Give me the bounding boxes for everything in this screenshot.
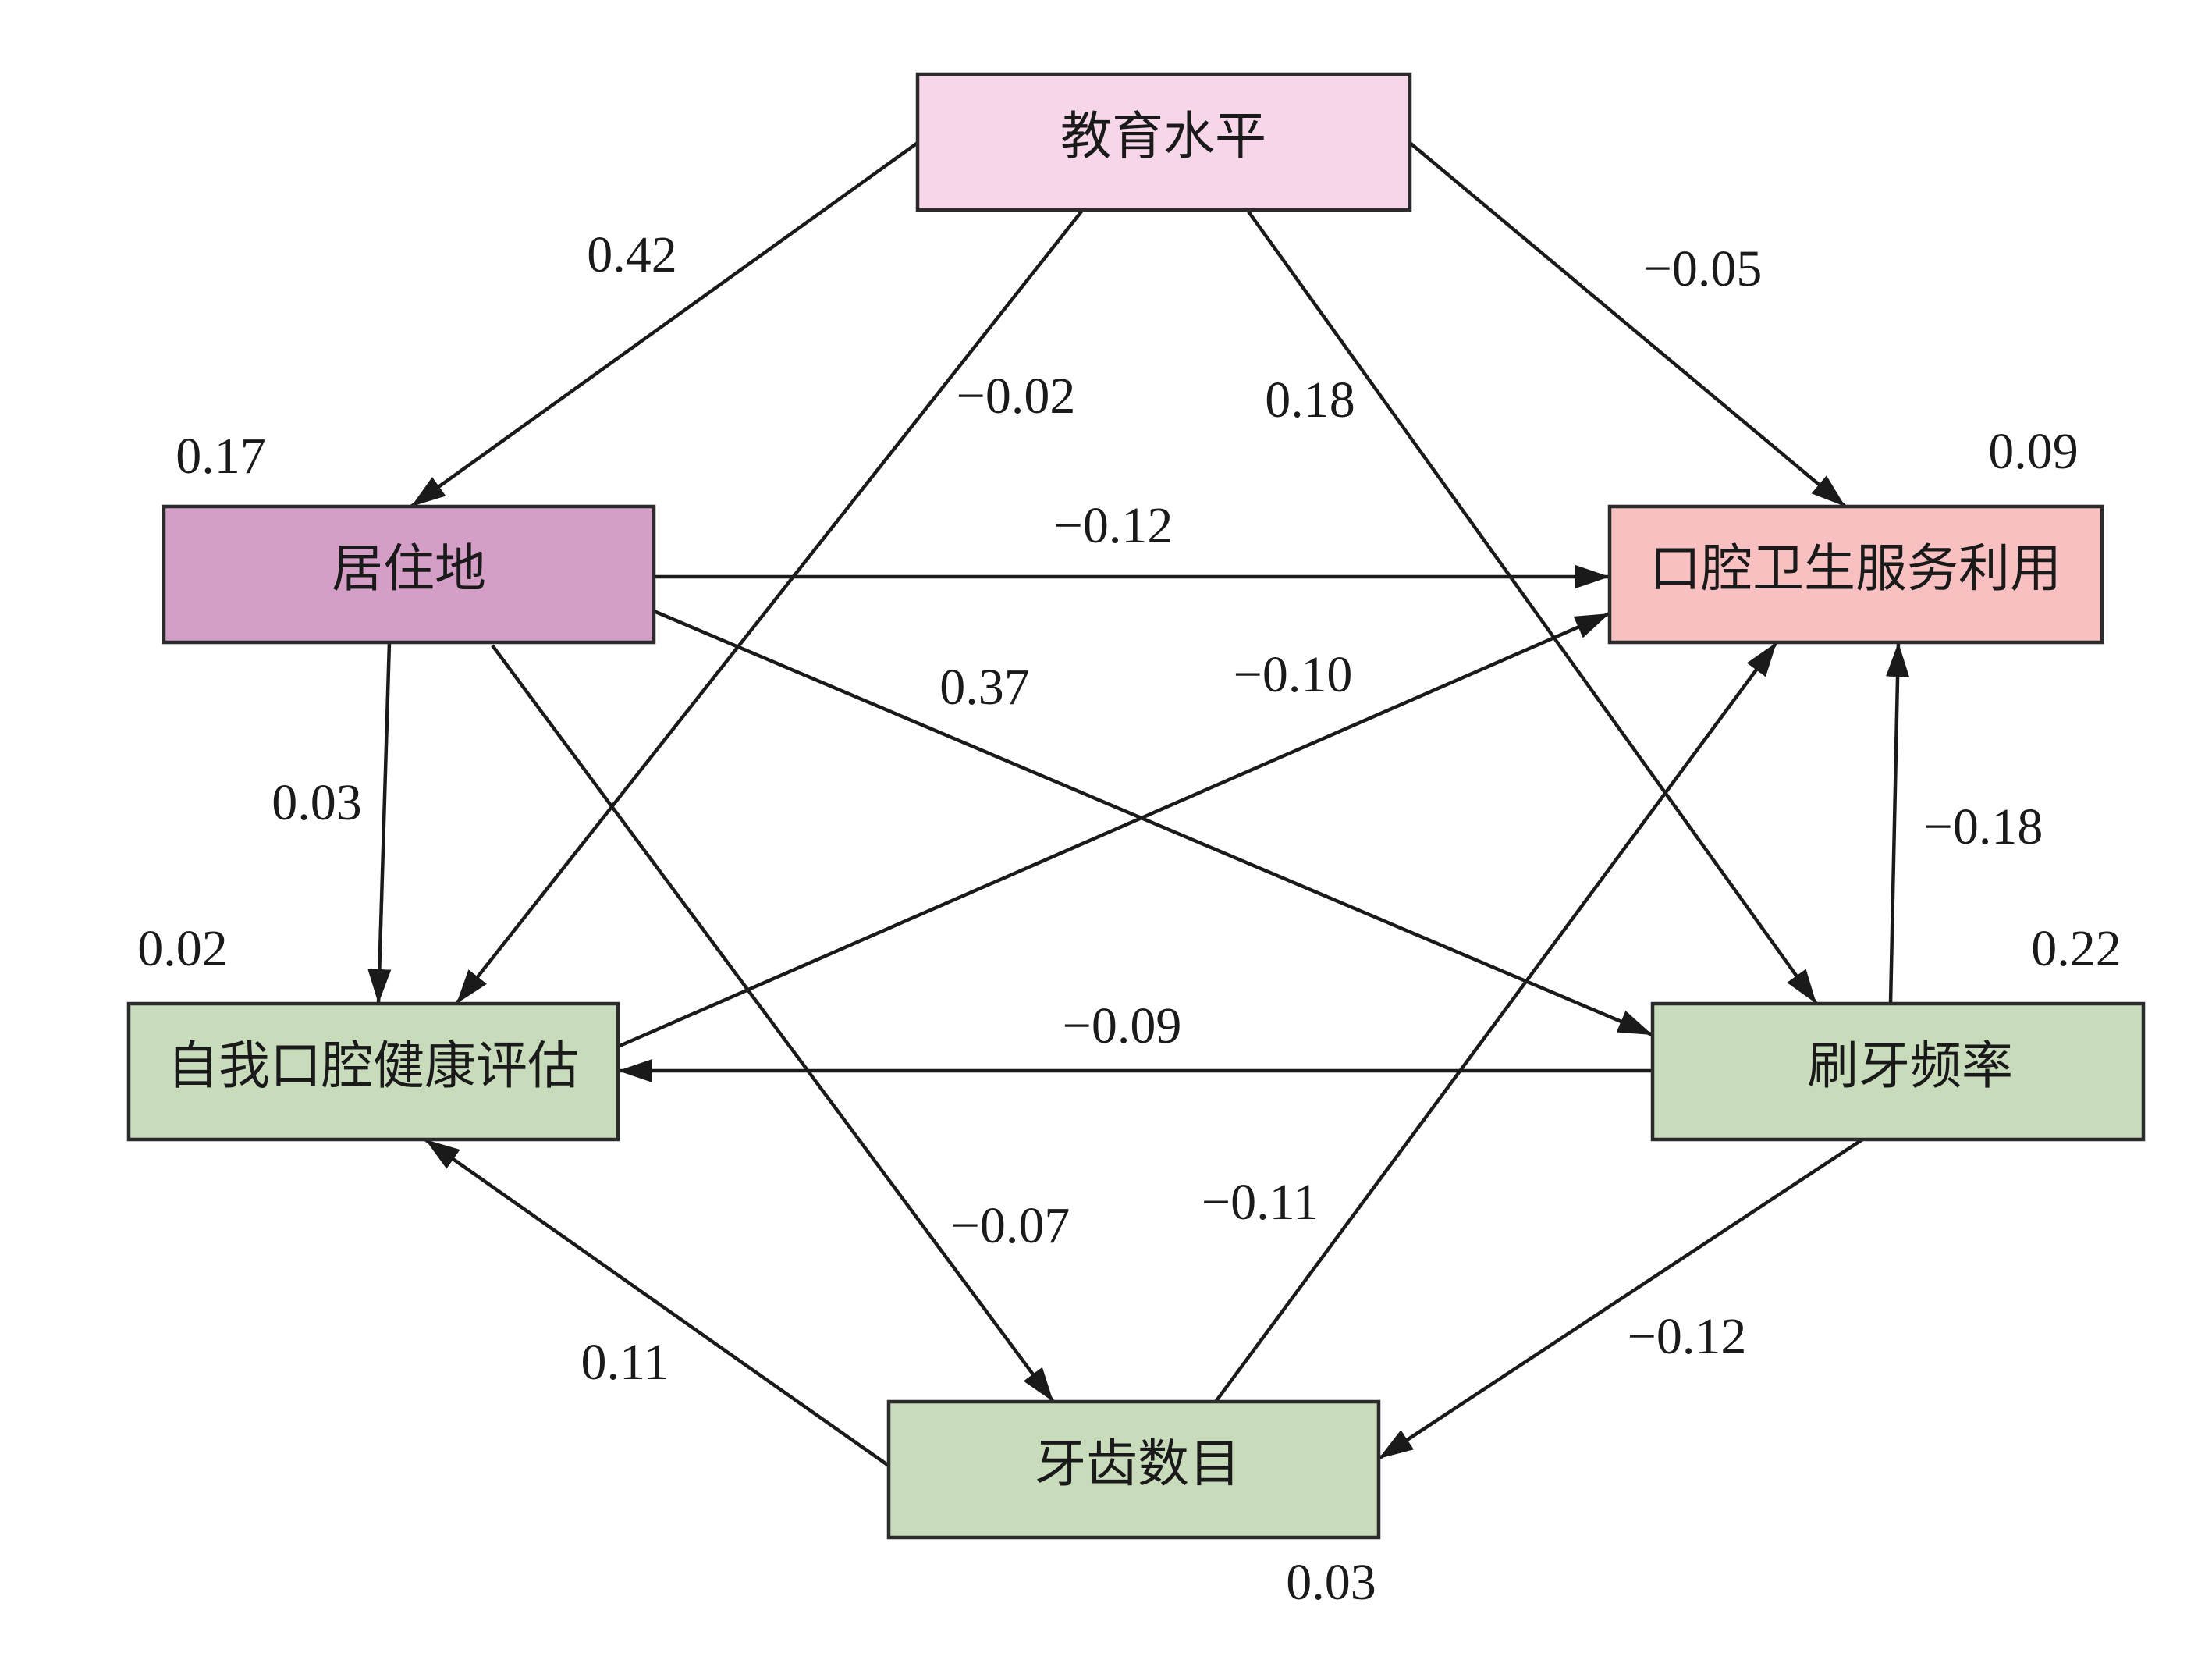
node-label-self-rated-health: 自我口腔健康评估 [167, 1038, 579, 1095]
r2-service-use: 0.09 [1988, 423, 2079, 480]
coef-teeth-count-self-rated-health: 0.11 [581, 1334, 669, 1391]
node-label-teeth-count: 牙齿数目 [1035, 1436, 1241, 1493]
r2-teeth-count: 0.03 [1286, 1554, 1376, 1611]
coef-brushing-frequency-teeth-count: −0.12 [1628, 1308, 1747, 1365]
coef-residence-service-use: −0.12 [1054, 497, 1173, 554]
r2-self-rated-health: 0.02 [137, 920, 228, 977]
node-box-residence [162, 504, 656, 645]
coef-education-brushing-frequency: 0.18 [1265, 371, 1355, 428]
coef-self-rated-health-service-use: −0.10 [1234, 646, 1353, 703]
edge-brushing-frequency-service-use [1886, 642, 1910, 1004]
coef-residence-brushing-frequency: 0.37 [939, 659, 1030, 716]
node-box-self-rated-health [126, 1001, 620, 1142]
edge-education-self-rated-health [455, 210, 1083, 1005]
edge-education-residence [410, 141, 919, 508]
node-box-teeth-count [886, 1399, 1381, 1540]
node-box-brushing-frequency [1650, 1001, 2146, 1142]
edges [367, 141, 1910, 1467]
node-teeth-count: 牙齿数目 0.03 [886, 1399, 1381, 1611]
coef-brushing-frequency-service-use: −0.18 [1924, 798, 2043, 855]
coef-education-residence: 0.42 [587, 226, 677, 283]
edge-education-service-use [1408, 141, 1847, 508]
edge-residence-teeth-count [491, 644, 1055, 1403]
path-coefficients: 0.42 −0.02 0.18 −0.05 −0.12 0.37 0.03 −0… [272, 226, 2043, 1391]
node-label-residence: 居住地 [332, 541, 486, 598]
node-label-service-use: 口腔卫生服务利用 [1649, 541, 2061, 598]
edge-self-rated-health-service-use [617, 611, 1610, 1049]
node-label-brushing-frequency: 刷牙频率 [1807, 1038, 2013, 1095]
coef-teeth-count-service-use: −0.11 [1202, 1174, 1319, 1231]
edge-brushing-frequency-teeth-count [1377, 1138, 1864, 1460]
node-residence: 居住地 0.17 [162, 428, 656, 645]
node-self-rated-health: 自我口腔健康评估 0.02 [126, 920, 620, 1142]
edge-teeth-count-service-use [1214, 641, 1778, 1403]
node-education: 教育水平 [915, 72, 1412, 212]
node-box-education [915, 72, 1412, 212]
edge-teeth-count-self-rated-health [424, 1138, 890, 1467]
r2-residence: 0.17 [176, 428, 266, 485]
edge-residence-self-rated-health [367, 642, 392, 1004]
edge-residence-brushing-frequency [653, 609, 1653, 1037]
r2-brushing-frequency: 0.22 [2031, 920, 2121, 977]
coef-residence-teeth-count: −0.07 [951, 1197, 1070, 1254]
coef-education-self-rated-health: −0.02 [957, 368, 1076, 425]
edge-education-brushing-frequency [1247, 210, 1818, 1005]
node-box-service-use [1607, 504, 2104, 645]
node-brushing-frequency: 刷牙频率 0.22 [1650, 920, 2146, 1142]
node-label-education: 教育水平 [1060, 108, 1266, 165]
coef-residence-self-rated-health: 0.03 [272, 774, 362, 831]
coef-brushing-frequency-self-rated-health: −0.09 [1063, 997, 1182, 1054]
node-service-use: 口腔卫生服务利用 0.09 [1607, 423, 2104, 645]
coef-education-service-use: −0.05 [1643, 240, 1763, 297]
